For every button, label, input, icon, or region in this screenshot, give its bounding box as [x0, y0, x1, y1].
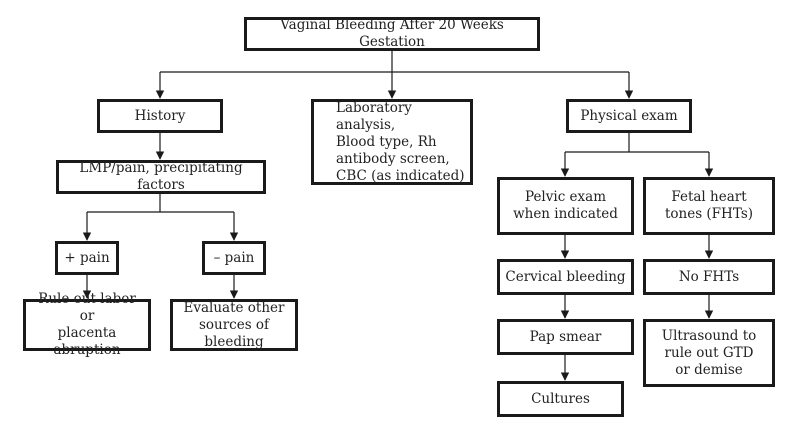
node-cultures: Cultures	[497, 381, 624, 417]
node-plus-pain: + pain	[55, 241, 119, 275]
node-fht: Fetal heart tones (FHTs)	[643, 177, 775, 235]
node-minus-pain: – pain	[202, 241, 266, 275]
node-pap: Pap smear	[497, 319, 634, 355]
node-pelvic: Pelvic exam when indicated	[497, 177, 634, 235]
node-cervical: Cervical bleeding	[497, 259, 634, 295]
node-lab: Laboratory analysis, Blood type, Rh anti…	[311, 99, 473, 185]
node-no-fht: No FHTs	[643, 259, 775, 295]
node-physical: Physical exam	[566, 99, 692, 133]
node-root: Vaginal Bleeding After 20 Weeks Gestatio…	[244, 17, 540, 51]
node-history: History	[97, 99, 223, 133]
node-rule-out: Rule out labor or placenta abruption	[23, 291, 151, 358]
node-ultrasound: Ultrasound to rule out GTD or demise	[643, 319, 775, 387]
node-lmp: LMP/pain, precipitating factors	[56, 160, 266, 194]
node-evaluate: Evaluate other sources of bleeding	[170, 299, 298, 351]
